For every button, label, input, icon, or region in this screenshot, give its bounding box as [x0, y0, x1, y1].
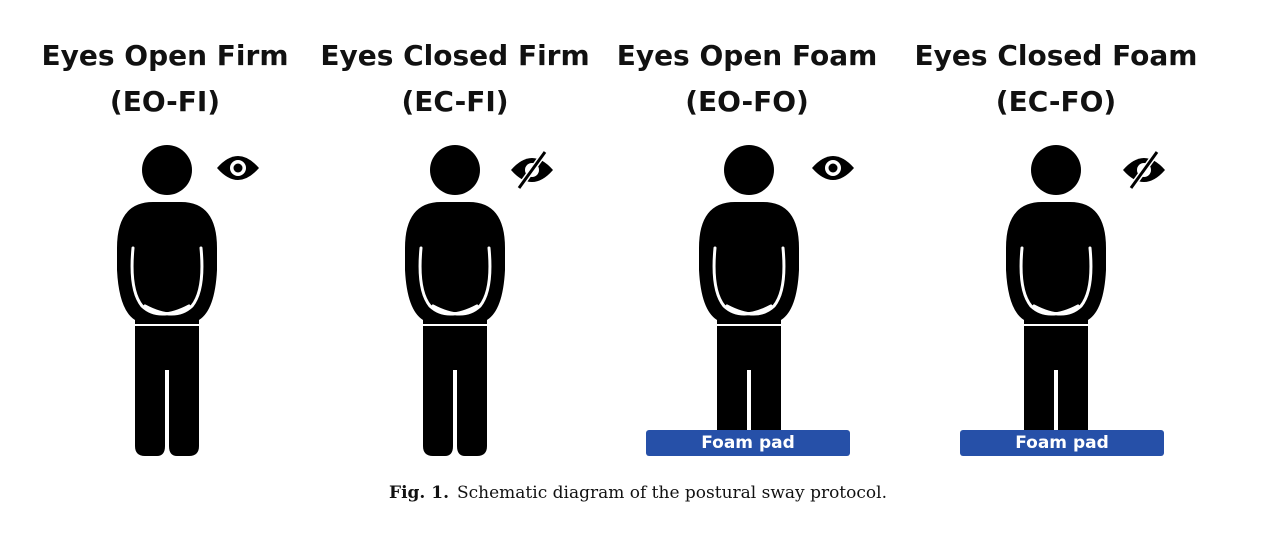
panel-eo-fo: Eyes Open Foam (EO-FO) Foam pad — [597, 0, 897, 470]
panel-title: Eyes Open Foam — [616, 39, 878, 72]
eye-closed-icon — [511, 150, 553, 190]
foam-pad: Foam pad — [646, 430, 850, 456]
eye-open-icon — [217, 156, 259, 180]
person-standing-icon — [697, 143, 801, 458]
panel-code: (EO-FI) — [109, 85, 221, 118]
foam-pad: Foam pad — [960, 430, 1164, 456]
panel-code: (EO-FO) — [685, 85, 809, 118]
panel-ec-fo: Eyes Closed Foam (EC-FO) Foam pad — [906, 0, 1206, 470]
panel-code: (EC-FI) — [401, 85, 509, 118]
figure-caption: Fig. 1. Schematic diagram of the postural… — [0, 483, 1276, 503]
panel-ec-fi: Eyes Closed Firm (EC-FI) — [305, 0, 605, 470]
panel-title: Eyes Closed Foam — [914, 39, 1198, 72]
eye-open-icon — [812, 156, 854, 180]
person-standing-icon — [1004, 143, 1108, 458]
panel-code: (EC-FO) — [995, 85, 1117, 118]
caption-text: Schematic diagram of the postural sway p… — [457, 483, 887, 503]
panel-title: Eyes Closed Firm — [320, 39, 590, 72]
panel-eo-fi: Eyes Open Firm (EO-FI) — [15, 0, 315, 470]
panel-title: Eyes Open Firm — [41, 39, 289, 72]
person-standing-icon — [403, 143, 507, 458]
person-standing-icon — [115, 143, 219, 458]
eye-closed-icon — [1123, 150, 1165, 190]
caption-label: Fig. 1. — [389, 483, 449, 503]
